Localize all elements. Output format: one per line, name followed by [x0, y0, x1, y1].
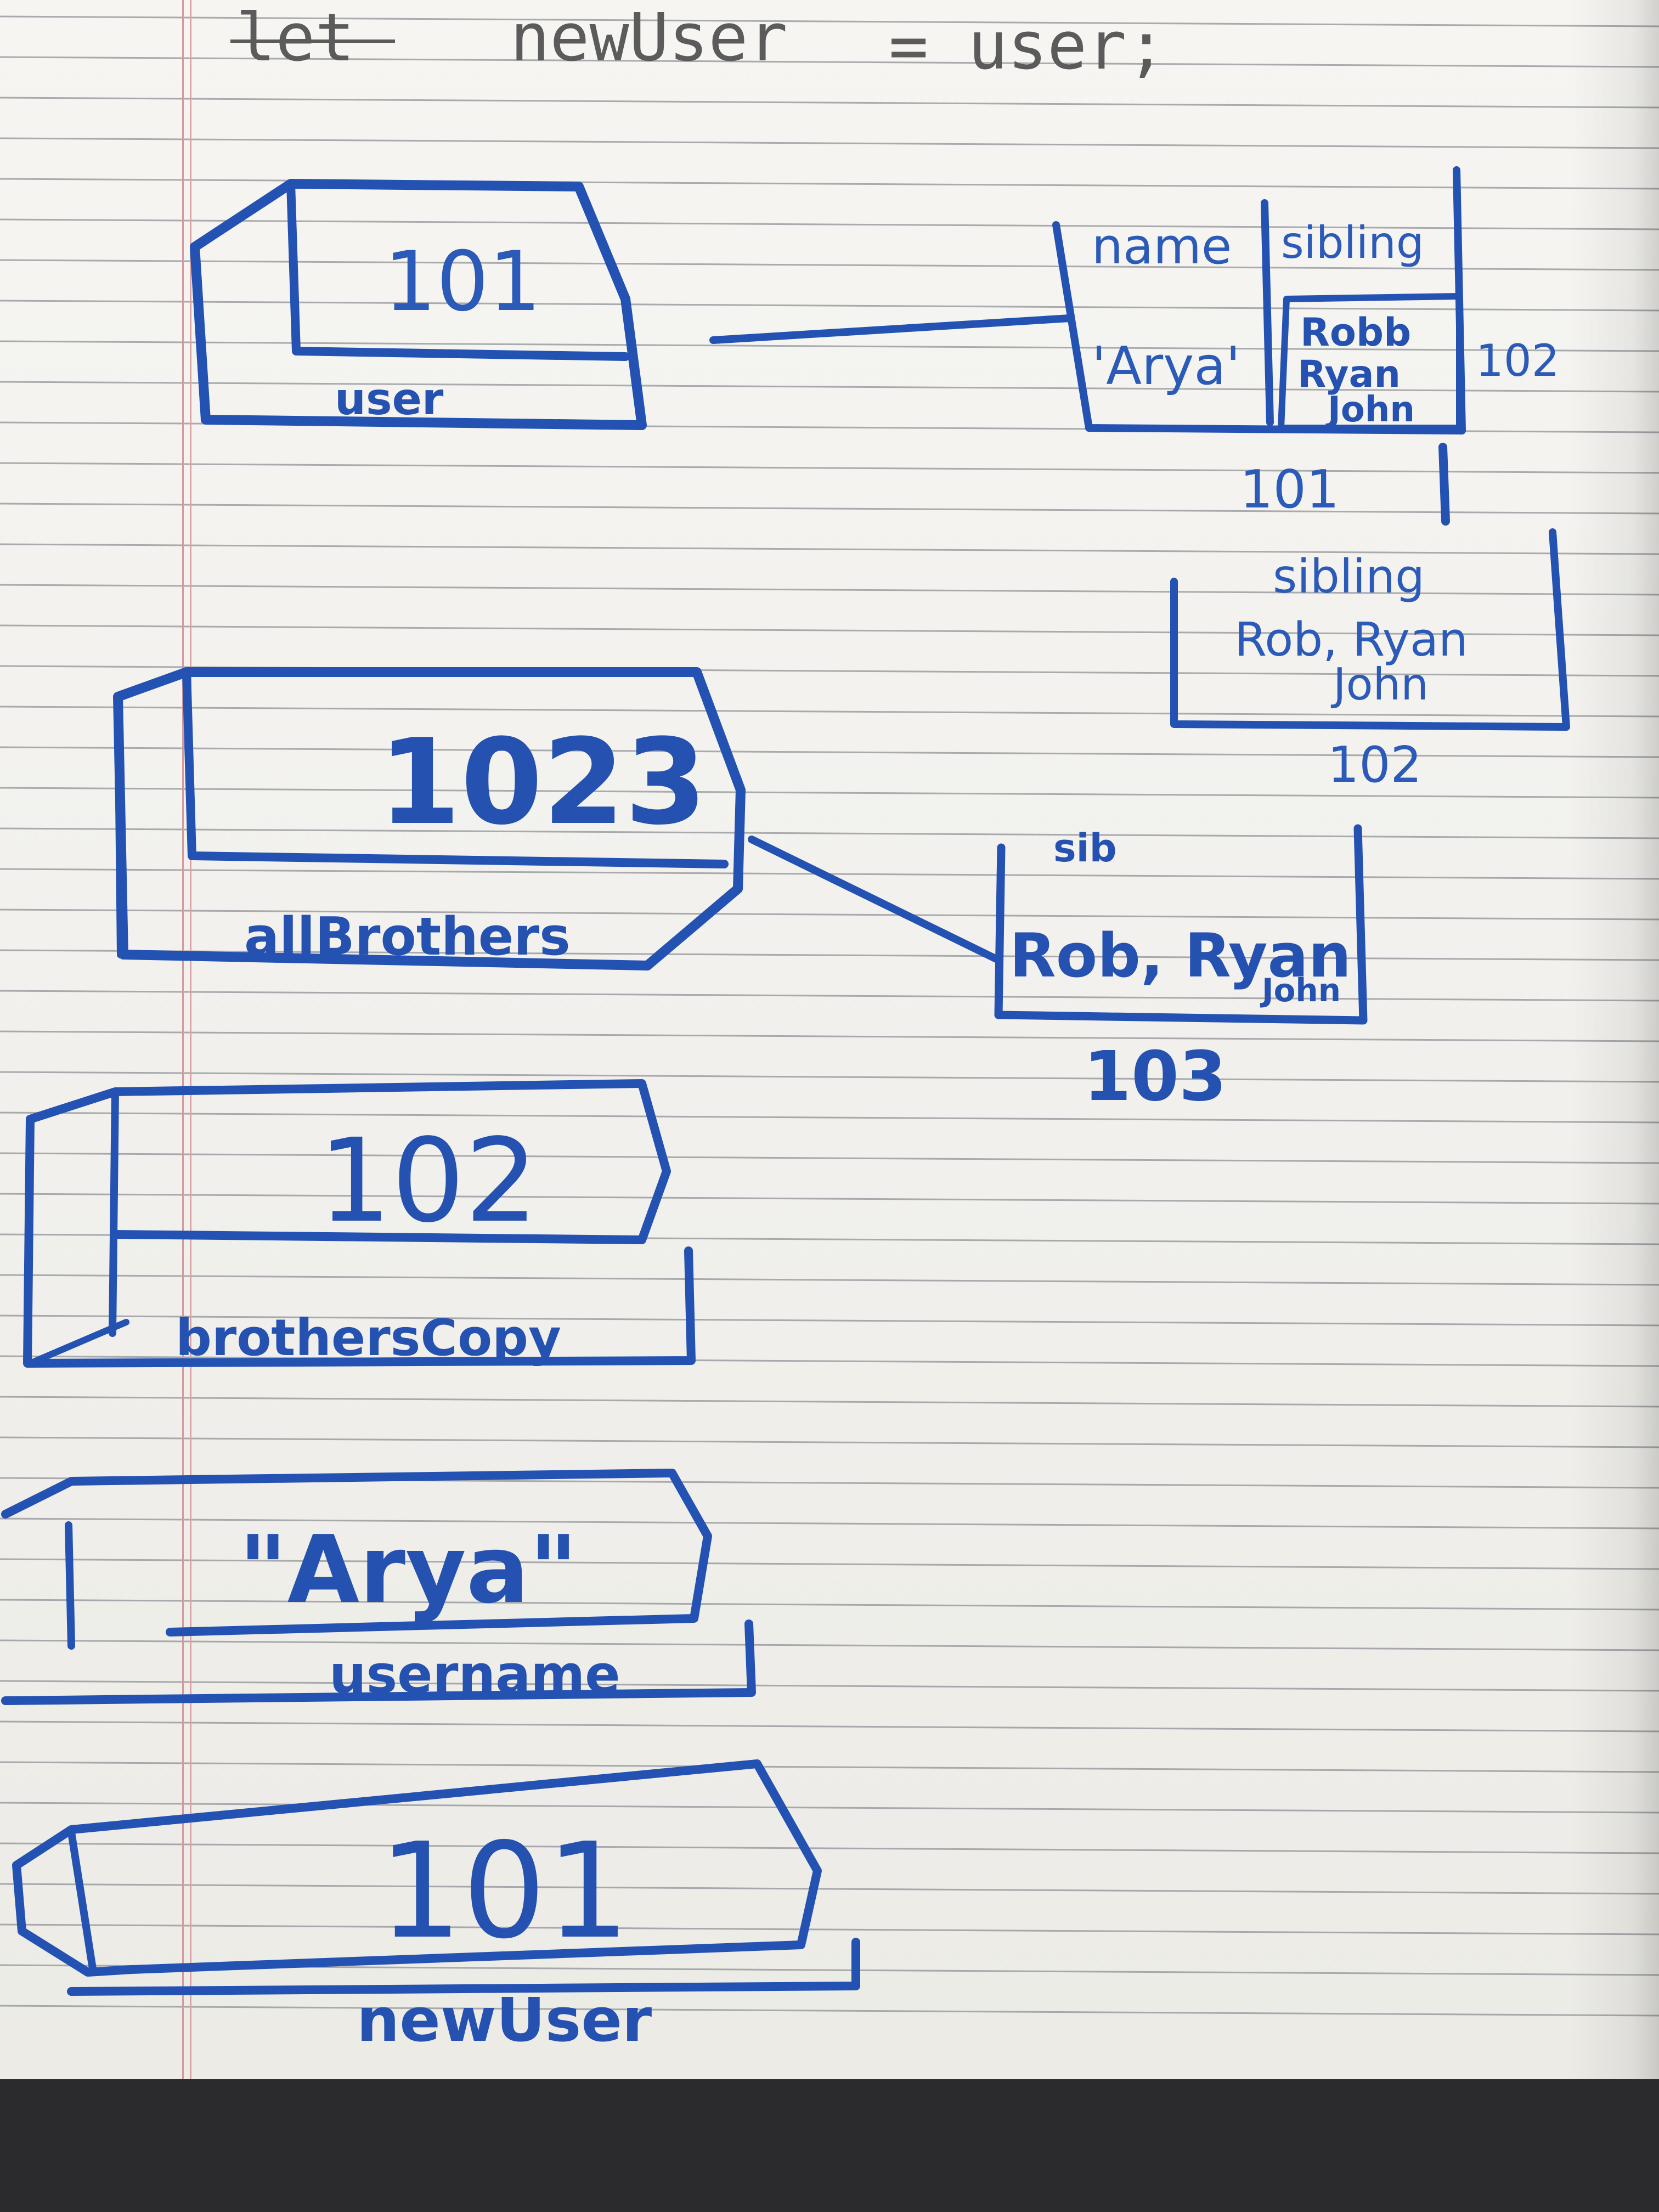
- stack-box-username: "Arya" username: [1, 1469, 756, 1705]
- ruled-line: [0, 1355, 1659, 1367]
- ruled-line: [0, 1639, 1659, 1651]
- ruled-line: [0, 300, 1659, 312]
- stack-box-user: 101 user: [190, 179, 647, 430]
- ruled-line: [0, 1802, 1659, 1814]
- ruled-line: [0, 137, 1659, 149]
- heap-address: 101: [1240, 460, 1339, 520]
- ruled-line: [0, 462, 1659, 474]
- heap-field-value: Ryan: [1297, 353, 1401, 396]
- ruled-line: [0, 259, 1659, 271]
- margin-line: [182, 0, 184, 2079]
- heap-object-102: sibling Rob, Ryan John 102: [1170, 528, 1570, 794]
- stack-box-brotherscopy: 102 brothersCopy: [23, 1079, 696, 1368]
- stack-box-label: user: [335, 374, 444, 425]
- stack-box-newuser: 101 newUser: [12, 1759, 860, 2055]
- heap-field-value: Rob, Ryan: [1009, 921, 1351, 991]
- ruled-line: [0, 624, 1659, 636]
- ruled-line: [0, 1071, 1659, 1083]
- ruled-line: [0, 381, 1659, 393]
- ruled-line: [0, 1842, 1659, 1854]
- ruled-line: [0, 178, 1659, 190]
- heap-address: 103: [1084, 1037, 1227, 1116]
- ruled-line: [0, 584, 1659, 596]
- heap-field-header: sibling: [1281, 217, 1424, 268]
- heap-field-header: sibling: [1273, 550, 1425, 604]
- stack-box-label: username: [329, 1645, 620, 1705]
- code-variable: newUser: [510, 0, 788, 76]
- ruled-line: [0, 340, 1659, 352]
- stack-box-label: brothersCopy: [176, 1308, 561, 1367]
- stack-box-value: 1023: [379, 713, 707, 851]
- ruled-line: [0, 1152, 1659, 1164]
- ruled-line: [0, 1558, 1659, 1570]
- code-keyword-let: let: [236, 0, 355, 76]
- pointer-arrow: [1438, 443, 1450, 526]
- heap-field-value: Robb: [1300, 310, 1411, 355]
- pointer-arrow: [748, 836, 1002, 964]
- ruled-line: [0, 1314, 1659, 1327]
- ruled-line: [0, 909, 1659, 921]
- code-line: let newUser = user;: [230, 0, 1166, 84]
- ruled-line: [0, 1599, 1659, 1611]
- stack-box-allbrothers: 1023 allBrothers: [113, 667, 746, 970]
- ruled-line: [0, 990, 1659, 1002]
- heap-object-103: sib Rob, Ryan John 103: [994, 824, 1368, 1116]
- code-assignment: = user;: [889, 8, 1166, 84]
- heap-field-header: sib: [1053, 826, 1117, 871]
- heap-field-header: name: [1092, 218, 1232, 275]
- ruled-line: [0, 746, 1659, 758]
- ruled-line: [0, 1274, 1659, 1286]
- heap-field-value: Rob, Ryan: [1234, 613, 1468, 667]
- ruled-line: [0, 1193, 1659, 1205]
- ruled-line: [0, 1517, 1659, 1530]
- ruled-line: [0, 503, 1659, 515]
- ruled-line: [0, 1923, 1659, 1936]
- ruled-line: [0, 1111, 1659, 1124]
- ruled-line: [0, 1761, 1659, 1773]
- heap-field-value: John: [1325, 390, 1415, 430]
- pointer-arrow: [709, 314, 1074, 344]
- ruled-line: [0, 706, 1659, 718]
- page-shadow: [1569, 0, 1659, 2079]
- ruled-line: [0, 1720, 1659, 1733]
- ruled-line: [0, 1883, 1659, 1895]
- heap-field-value: 'Arya': [1092, 336, 1240, 397]
- ruled-line: [0, 787, 1659, 799]
- stack-box-value: 101: [379, 1814, 630, 1968]
- ruled-line: [0, 97, 1659, 109]
- ruled-line: [0, 1680, 1659, 1692]
- ruled-line: [0, 2005, 1659, 2017]
- ruled-line: [0, 56, 1659, 68]
- stack-box-value: "Arya": [239, 1516, 578, 1624]
- ruled-line: [0, 1030, 1659, 1042]
- stack-box-label: newUser: [357, 1985, 652, 2055]
- stack-box-label: allBrothers: [244, 907, 571, 967]
- ruled-line: [0, 15, 1659, 27]
- ruled-line: [0, 543, 1659, 555]
- heap-object-101: name sibling 'Arya' Robb Ryan John 102 1…: [1052, 166, 1560, 526]
- heap-ref-label: 102: [1476, 335, 1560, 386]
- ruled-line: [0, 1436, 1659, 1448]
- ruled-line: [0, 218, 1659, 230]
- ruled-line: [0, 949, 1659, 961]
- heap-field-value: John: [1260, 972, 1341, 1009]
- margin-line: [190, 0, 191, 2079]
- stack-box-value: 101: [384, 234, 541, 330]
- stack-box-value: 102: [318, 1114, 538, 1248]
- heap-field-value: John: [1330, 659, 1429, 710]
- heap-address: 102: [1328, 736, 1422, 794]
- lined-paper-sheet: [0, 0, 1659, 2079]
- ruled-line: [0, 1396, 1659, 1408]
- ruled-line: [0, 827, 1659, 839]
